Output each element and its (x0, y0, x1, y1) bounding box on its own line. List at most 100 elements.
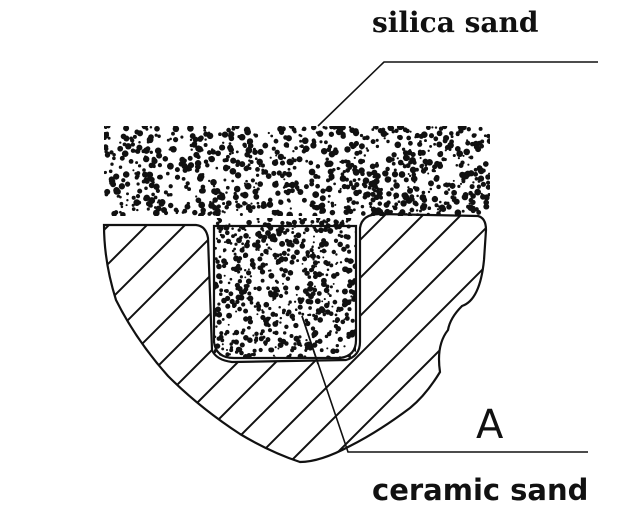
sand-grain (352, 165, 358, 170)
hatch-line (104, 214, 221, 462)
sand-grain (168, 148, 171, 151)
sand-grain (473, 171, 479, 177)
sand-grain (360, 171, 365, 177)
sand-grain (474, 176, 479, 181)
sand-grain (332, 299, 338, 305)
sand-grain (310, 200, 315, 206)
sand-grain (235, 159, 241, 165)
sand-grain (225, 238, 232, 245)
sand-grain (228, 146, 235, 153)
sand-grain (390, 187, 394, 191)
sand-grain (354, 231, 356, 233)
hatch-line (269, 214, 486, 462)
sand-grain (110, 181, 117, 188)
sand-grain (261, 229, 265, 232)
sand-grain (377, 127, 384, 134)
sand-grain (401, 147, 406, 151)
sand-grain (257, 230, 262, 235)
sand-grain (282, 251, 287, 256)
sand-grain (487, 192, 490, 197)
sand-grain (293, 342, 297, 346)
sand-grain (288, 126, 295, 129)
sand-grain (214, 284, 217, 290)
sand-grain (299, 139, 303, 143)
sand-grain (192, 209, 198, 216)
sand-grain (366, 149, 370, 152)
sand-grain (427, 206, 432, 211)
sand-grain (172, 126, 180, 133)
sand-grain (419, 156, 422, 160)
sand-grain (374, 172, 381, 180)
sand-grain (340, 172, 345, 176)
sand-grain (130, 148, 136, 153)
sand-grain (466, 127, 471, 132)
sand-grain (474, 188, 482, 196)
sand-grain (343, 345, 346, 348)
sand-grain (292, 346, 297, 351)
sand-grain (154, 147, 162, 155)
sand-grain (219, 353, 222, 356)
sand-grain (388, 193, 392, 196)
sand-grain (126, 199, 129, 202)
sand-grain (477, 180, 481, 183)
sand-grain (335, 343, 339, 348)
sand-grain (259, 332, 264, 336)
sand-grain (434, 203, 439, 208)
sand-grain (248, 143, 253, 149)
sand-grain (187, 126, 194, 132)
sand-grain (146, 140, 150, 144)
sand-grain (291, 231, 295, 234)
sand-grain (465, 140, 471, 146)
sand-grain (386, 132, 389, 136)
sand-grain (335, 253, 338, 256)
sand-grain (211, 188, 218, 195)
sand-grain (293, 322, 299, 329)
sand-grain (133, 199, 141, 206)
sand-grain (204, 138, 207, 141)
sand-grain (227, 281, 231, 285)
sand-grain (317, 255, 321, 259)
sand-grain (307, 280, 314, 287)
sand-grain (315, 131, 319, 134)
sand-grain (319, 348, 324, 353)
sand-grain (330, 204, 335, 208)
sand-grain (119, 195, 122, 199)
sand-grain (433, 169, 436, 173)
hatch-line (421, 214, 486, 462)
sand-grain (322, 219, 326, 223)
sand-grain (396, 126, 403, 131)
sand-grain (408, 140, 413, 146)
sand-grain (433, 176, 440, 182)
sand-grain (224, 261, 229, 265)
sand-grain (182, 158, 187, 163)
sand-grain (313, 173, 319, 179)
sand-grain (335, 331, 338, 334)
sand-grain (316, 130, 324, 137)
sand-grain (293, 224, 297, 228)
sand-grain (222, 158, 227, 163)
sand-grain (239, 342, 245, 348)
sand-grain (346, 224, 351, 229)
sand-grain (414, 135, 417, 139)
sand-grain (157, 134, 161, 139)
sand-grain (243, 182, 246, 185)
sand-grain (144, 186, 148, 191)
sand-grain (289, 181, 296, 189)
sand-grain (104, 170, 107, 174)
sand-grain (353, 156, 356, 160)
sand-grain (282, 331, 287, 335)
sand-grain (452, 179, 455, 182)
sand-grain (214, 312, 219, 317)
sand-grain (308, 293, 314, 300)
sand-grain (325, 223, 331, 229)
sand-grain (316, 291, 322, 296)
sand-grain (480, 192, 483, 195)
sand-grain (421, 197, 428, 203)
sand-grain (228, 137, 232, 140)
sand-grain (104, 144, 109, 150)
sand-grain (256, 204, 261, 209)
hatch-line (574, 190, 628, 520)
sand-grain (279, 240, 286, 247)
sand-grain (405, 163, 411, 169)
sand-grain (168, 184, 173, 189)
